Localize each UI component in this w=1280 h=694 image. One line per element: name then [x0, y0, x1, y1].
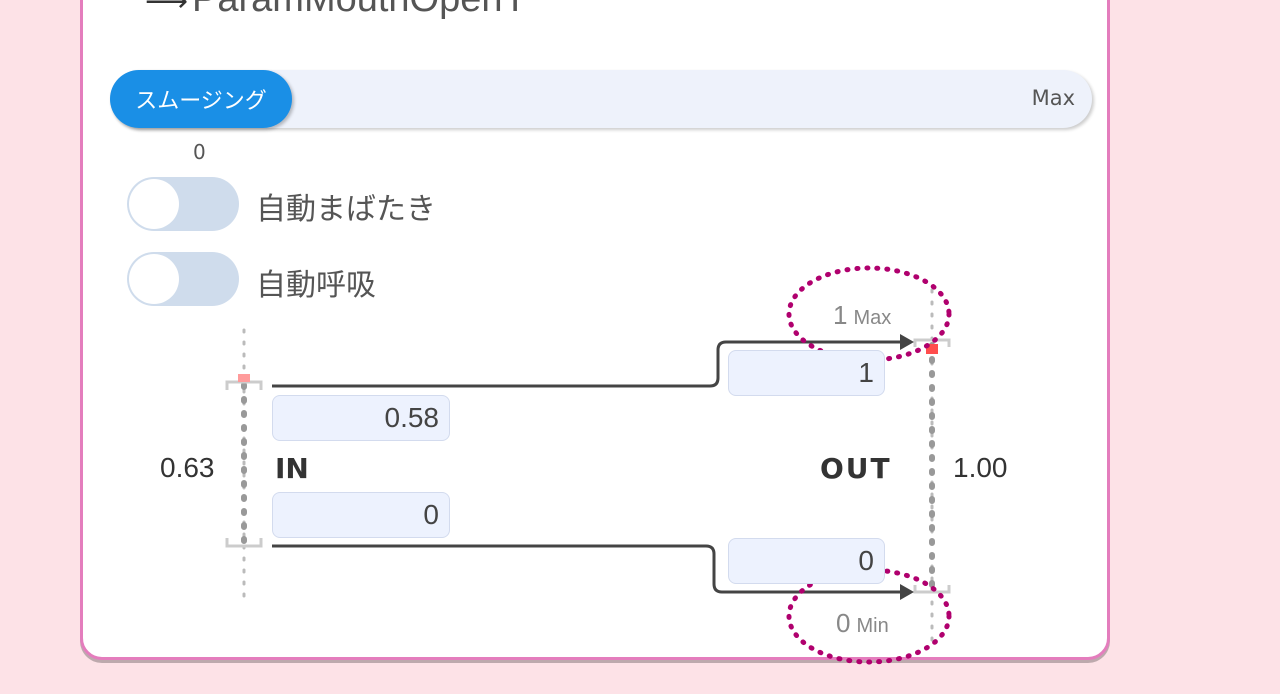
input-label: IN [275, 452, 309, 485]
parameter-title: ⟶ParamMouthOpenY [145, 0, 528, 21]
smoothing-max-label: Max [1031, 86, 1075, 110]
toggle-knob [129, 254, 179, 304]
toggle-knob [129, 179, 179, 229]
output-min-field[interactable]: 0 [728, 538, 885, 584]
input-current-value: 0.63 [160, 452, 215, 483]
auto-breath-label: 自動呼吸 [256, 268, 376, 303]
input-min-field[interactable]: 0 [272, 492, 450, 538]
output-max-field[interactable]: 1 [728, 350, 885, 396]
smoothing-label: スムージング [135, 89, 267, 114]
range-max-label: Max [853, 307, 892, 329]
parameter-name: ParamMouthOpenY [192, 0, 528, 20]
output-current-value: 1.00 [953, 452, 1008, 483]
range-min-label: Min [856, 615, 889, 637]
arrow-right-icon: ⟶ [145, 0, 189, 18]
output-label: OUT [820, 452, 892, 485]
smoothing-slider-handle[interactable]: スムージング [110, 70, 292, 128]
input-max-field[interactable]: 0.58 [272, 395, 450, 441]
range-max-value: 1 [833, 300, 848, 330]
auto-blink-label: 自動まばたき [256, 192, 436, 227]
auto-breath-toggle[interactable] [127, 252, 239, 306]
smoothing-min-label: 0 [193, 140, 206, 164]
auto-blink-toggle[interactable] [127, 177, 239, 231]
range-min-value: 0 [836, 608, 851, 638]
